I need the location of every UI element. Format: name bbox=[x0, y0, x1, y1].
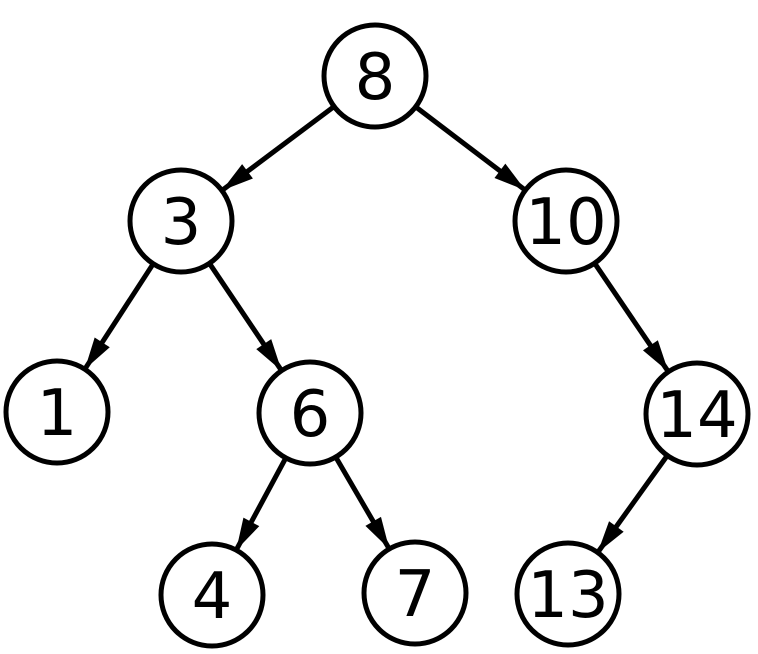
node-label: 8 bbox=[355, 41, 396, 115]
tree-node-10: 10 bbox=[512, 167, 620, 275]
tree-node-1: 1 bbox=[3, 358, 111, 466]
tree-node-8: 8 bbox=[321, 22, 429, 130]
node-circle bbox=[643, 360, 751, 468]
tree-node-14: 14 bbox=[643, 360, 751, 468]
edge-8-3 bbox=[220, 104, 336, 193]
node-circle bbox=[256, 359, 364, 467]
node-circle bbox=[361, 539, 469, 647]
edge-3-6 bbox=[207, 261, 284, 373]
node-label: 4 bbox=[192, 560, 233, 634]
tree-node-13: 13 bbox=[514, 540, 622, 648]
edge-10-14 bbox=[592, 261, 671, 374]
node-label: 7 bbox=[395, 558, 436, 632]
edge-6-4 bbox=[233, 456, 289, 552]
tree-node-3: 3 bbox=[127, 167, 235, 275]
edge-3-1 bbox=[82, 262, 156, 371]
node-circle bbox=[512, 167, 620, 275]
tree-node-6: 6 bbox=[256, 359, 364, 467]
tree-nodes: 8 3 10 1 6 14 bbox=[3, 22, 751, 649]
edge-14-13 bbox=[595, 454, 670, 554]
node-circle bbox=[321, 22, 429, 130]
node-label: 10 bbox=[525, 186, 606, 260]
node-label: 14 bbox=[656, 379, 737, 453]
node-circle bbox=[127, 167, 235, 275]
tree-node-4: 4 bbox=[158, 541, 266, 649]
node-label: 6 bbox=[290, 378, 331, 452]
node-label: 13 bbox=[527, 559, 608, 633]
node-circle bbox=[158, 541, 266, 649]
node-circle bbox=[514, 540, 622, 648]
edge-8-10 bbox=[414, 104, 527, 193]
node-label: 1 bbox=[37, 377, 78, 451]
node-label: 3 bbox=[161, 186, 202, 260]
tree-node-7: 7 bbox=[361, 539, 469, 647]
node-circle bbox=[3, 358, 111, 466]
tree-edges bbox=[82, 104, 671, 554]
edge-6-7 bbox=[333, 455, 392, 551]
